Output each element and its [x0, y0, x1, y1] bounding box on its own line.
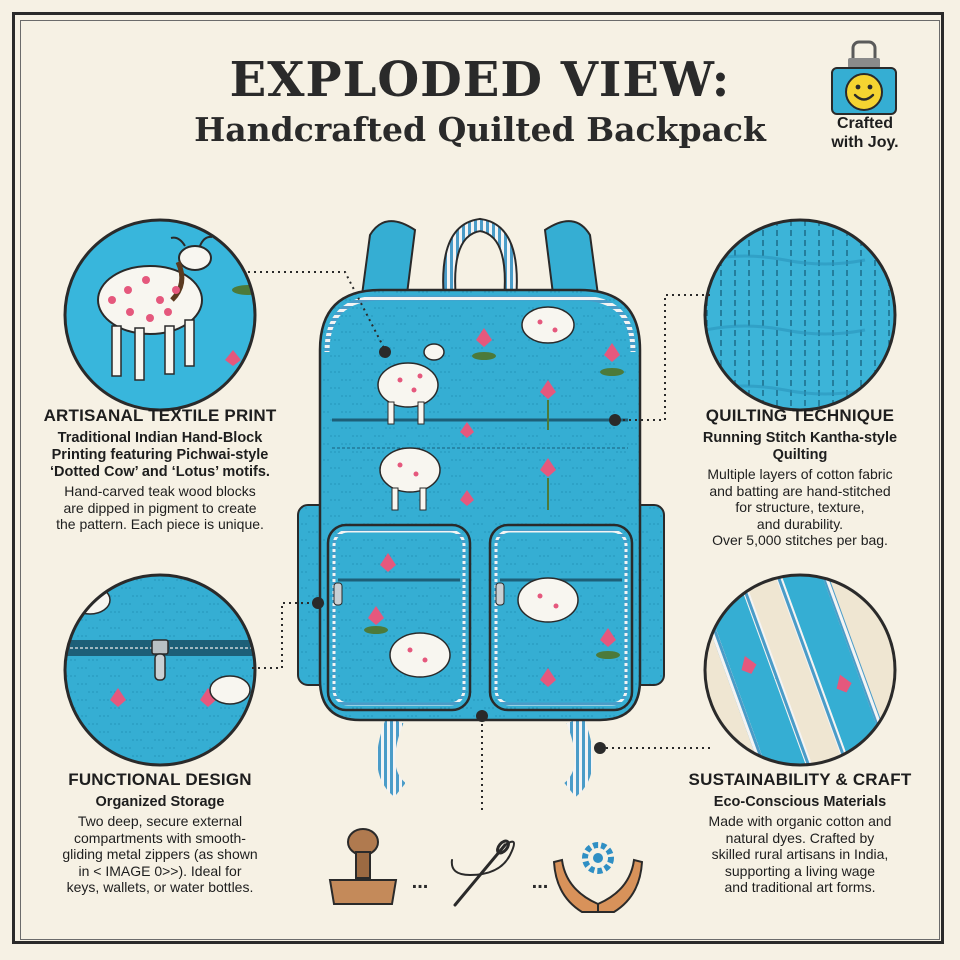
leader-dots — [312, 346, 621, 754]
quilting-body: Multiple layers of cotton fabric and bat… — [707, 466, 893, 548]
outer-frame — [12, 12, 944, 944]
hands-gear-icon — [552, 842, 644, 913]
quilting-caption: QUILTING TECHNIQUE Running Stitch Kantha… — [660, 406, 940, 549]
quilting-subheading: Running Stitch Kantha-style Quilting — [702, 430, 898, 463]
print-heading: ARTISANAL TEXTILE PRINT — [43, 406, 277, 425]
needle-thread-icon — [450, 839, 515, 907]
page-title: EXPLODED VIEW: — [229, 52, 731, 108]
functional-subheading: Organized Storage — [95, 794, 225, 810]
functional-caption: FUNCTIONAL DESIGN Organized Storage Two … — [20, 770, 300, 896]
print-caption: ARTISANAL TEXTILE PRINT Traditional Indi… — [20, 406, 300, 533]
sustainability-body: Made with organic cotton and natural dye… — [708, 813, 892, 895]
sustainability-heading: SUSTAINABILITY & CRAFT — [688, 770, 912, 789]
print-subheading: Traditional Indian Hand-Block Printing f… — [50, 430, 270, 480]
badge-caption: Crafted with Joy. — [831, 115, 899, 151]
quilting-heading: QUILTING TECHNIQUE — [705, 406, 895, 425]
strap-detail-circle — [703, 573, 897, 767]
sustainability-subheading: Eco-Conscious Materials — [713, 794, 887, 810]
left-pocket — [326, 523, 472, 712]
functional-body: Two deep, secure external compartments w… — [62, 813, 258, 895]
smiley-clip-icon — [831, 40, 897, 115]
right-pocket — [488, 523, 634, 712]
wood-block-stamp-icon — [328, 828, 398, 905]
footer-separator: ... — [412, 871, 429, 893]
backpack-illustration — [297, 217, 665, 798]
print-detail-circle — [63, 218, 257, 412]
leader-lines — [248, 271, 710, 810]
print-body: Hand-carved teak wood blocks are dipped … — [56, 483, 264, 532]
functional-heading: FUNCTIONAL DESIGN — [68, 770, 252, 789]
inner-frame — [20, 20, 940, 940]
quilting-detail-circle — [703, 218, 897, 412]
footer-separator: ... — [532, 871, 549, 893]
page-subtitle: Handcrafted Quilted Backpack — [194, 110, 766, 149]
sustainability-caption: SUSTAINABILITY & CRAFT Eco-Conscious Mat… — [660, 770, 940, 896]
zipper-detail-circle — [63, 573, 257, 767]
